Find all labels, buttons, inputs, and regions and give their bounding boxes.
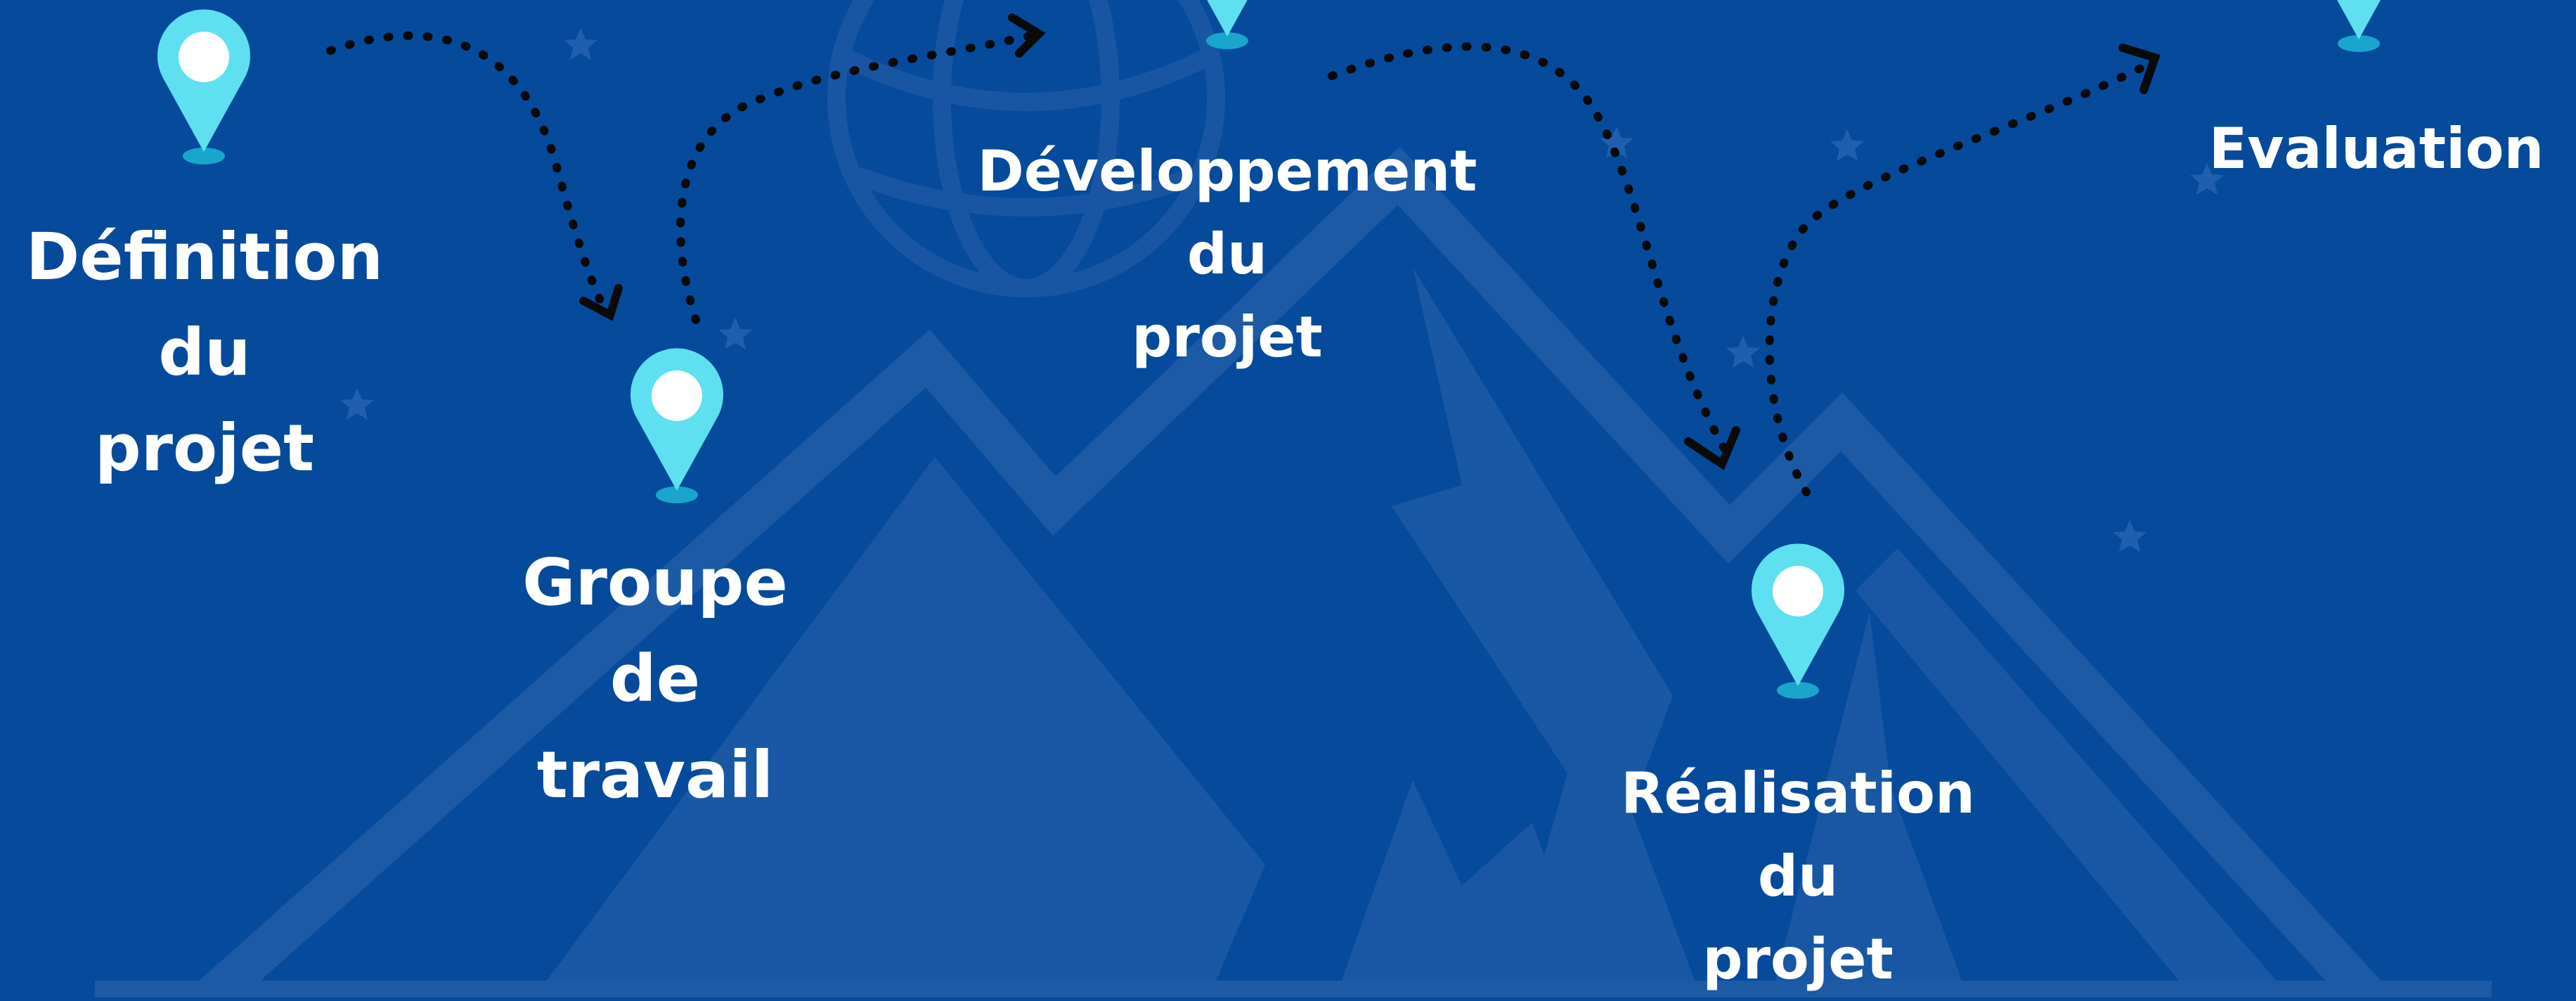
mountains-outline: [197, 146, 2384, 997]
step-line: projet: [1132, 304, 1323, 370]
map-pin-icon: [1752, 543, 1845, 699]
step-line: du: [1186, 221, 1268, 287]
pin-shadow: [656, 486, 698, 503]
step-label-evaluation: Evaluation: [2209, 108, 2544, 190]
pin-dot: [652, 370, 702, 421]
step-label-groupe: Groupe de travail: [522, 534, 788, 823]
pin-dot: [179, 32, 229, 82]
map-pin-icon: [157, 9, 250, 164]
arrow-definition-to-groupe: [326, 31, 623, 321]
star-icon: [2190, 163, 2224, 195]
step-label-definition: Définition du projet: [26, 209, 383, 496]
pin-shadow: [1777, 682, 1819, 699]
star-icon: [2113, 520, 2147, 552]
star-icon: [1726, 336, 1760, 368]
step-line: projet: [94, 411, 315, 486]
step-line: Evaluation: [2208, 116, 2544, 181]
map-pin-icon: [1206, 0, 1248, 49]
step-line: Groupe: [522, 545, 788, 620]
step-line: Développement: [977, 138, 1477, 204]
star-icon: [340, 388, 374, 420]
pin-body: [2337, 0, 2381, 39]
arrow-groupe-to-developpement: [676, 13, 1046, 324]
globe-icon: [827, 0, 1225, 297]
step-line: projet: [1702, 926, 1894, 992]
mountains-fill: [534, 267, 2291, 997]
step-line: Réalisation: [1621, 761, 1975, 826]
map-pin-icon: [2337, 0, 2381, 52]
pin-shadow: [1206, 32, 1248, 49]
map-pin-icon: [630, 348, 723, 503]
step-label-developpement: Développement du projet: [977, 130, 1477, 379]
step-line: Définition: [25, 219, 384, 295]
stars: [340, 28, 2224, 552]
step-label-realisation: Réalisation du projet: [1621, 752, 1975, 1001]
background-decoration: [95, 0, 2492, 997]
star-icon: [564, 28, 597, 60]
star-icon: [1830, 129, 1864, 161]
step-line: du: [158, 315, 251, 390]
step-line: travail: [536, 737, 774, 813]
arrow-developpement-to-realisation: [1328, 42, 1740, 471]
base-strip: [95, 981, 2492, 997]
step-line: du: [1757, 844, 1839, 909]
step-line: de: [609, 641, 701, 716]
star-icon: [1600, 127, 1633, 158]
pin-shadow: [183, 148, 225, 164]
pins: [157, 0, 2381, 699]
pin-body: [1207, 0, 1248, 37]
pin-dot: [1773, 566, 1823, 616]
arrow-realisation-to-evaluation: [1765, 44, 2161, 496]
connector-arrows: [326, 13, 2161, 496]
star-icon: [718, 318, 752, 349]
pin-shadow: [2338, 35, 2380, 52]
